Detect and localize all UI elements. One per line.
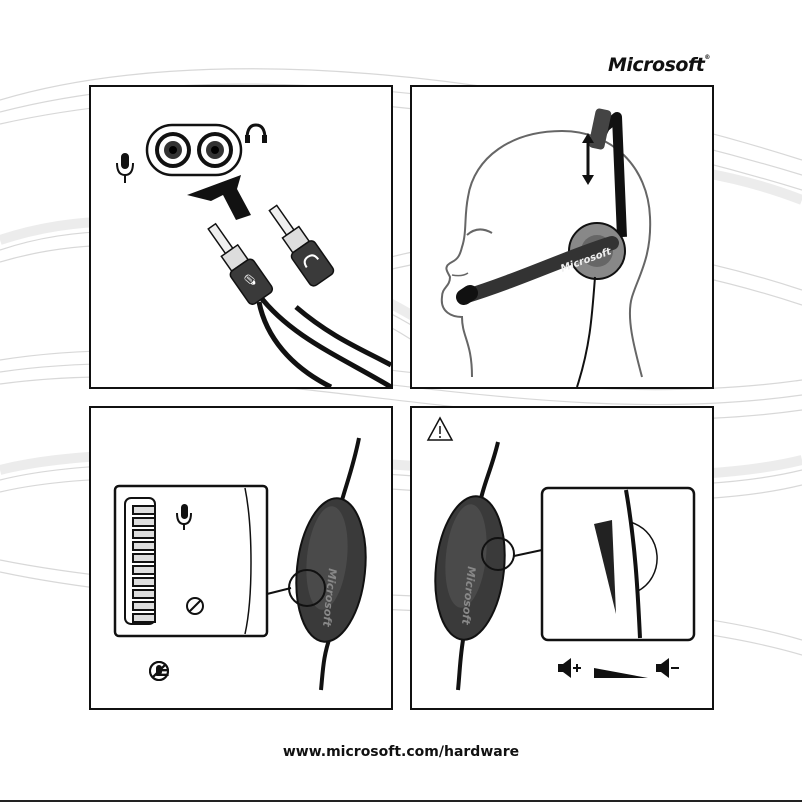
volume-wedge (594, 520, 616, 614)
mic-plug: 🎙 (207, 222, 274, 305)
up-down-arrow-icon (582, 133, 594, 185)
website-url[interactable]: www.microsoft.com/hardware (282, 744, 520, 760)
volume-up-icon (558, 658, 581, 678)
zoom-circle (288, 569, 326, 607)
control-brand-text: Microsoft (459, 566, 478, 626)
zoom-circle (481, 537, 515, 571)
microphone-icon (176, 504, 192, 530)
connect-plugs-panel: 🎙 (89, 85, 393, 389)
headset-cord (576, 276, 596, 387)
wear-headset-panel: Microsoft (410, 85, 714, 389)
microphone-icon (116, 153, 134, 183)
volume-down-icon (656, 658, 679, 678)
footer-divider (0, 800, 802, 802)
volume-control-panel: Microsoft (410, 406, 714, 710)
mic-jack (155, 132, 191, 168)
mute-equation: = (148, 660, 177, 684)
mute-icon (186, 597, 204, 615)
head-outline (440, 129, 652, 378)
headphone-icon (245, 123, 267, 143)
microsoft-logo: Microsoft® (608, 54, 710, 76)
headphone-jack (197, 132, 233, 168)
microphone-muted-icon (149, 661, 169, 681)
warning-triangle-icon (426, 416, 454, 441)
mute-slider (124, 497, 156, 625)
headphone-plug (268, 204, 335, 287)
volume-ramp (594, 668, 648, 678)
boom-mic (457, 236, 619, 304)
insert-arrow-icon (187, 175, 251, 220)
mute-control-panel: Microsoft = (89, 406, 393, 710)
zoom-callout (540, 486, 696, 642)
logo-text: Microsoft (608, 54, 705, 76)
